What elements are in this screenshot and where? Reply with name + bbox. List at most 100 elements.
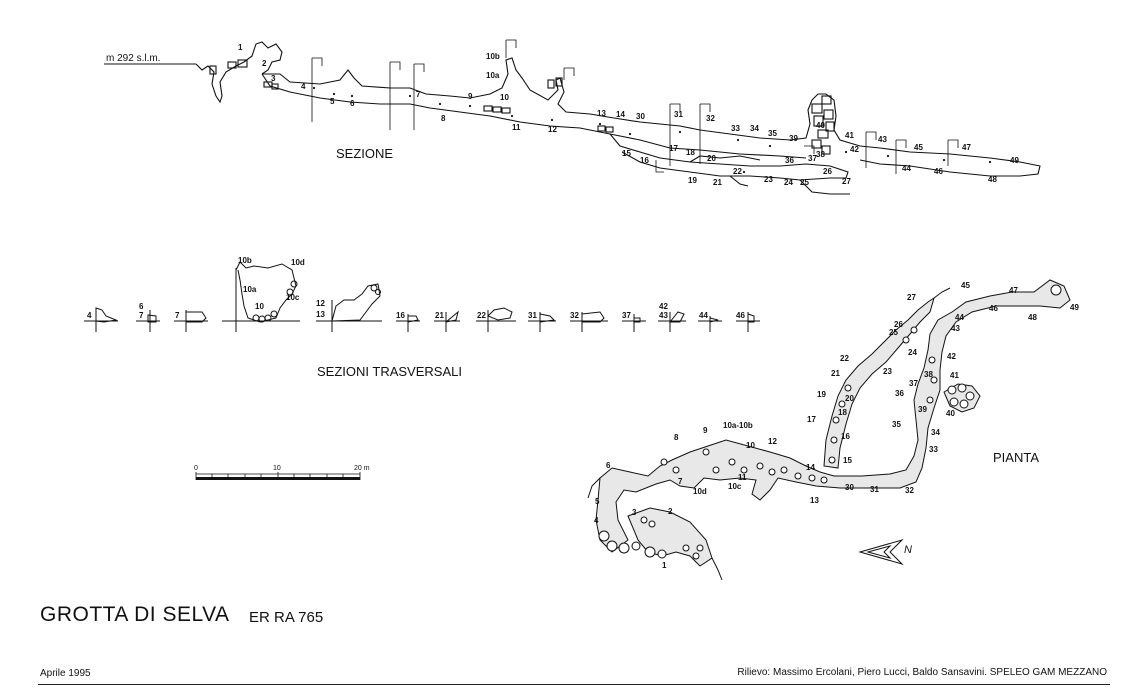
- svg-text:10c: 10c: [286, 293, 300, 302]
- svg-text:30: 30: [845, 483, 854, 492]
- svg-text:49: 49: [1010, 156, 1019, 165]
- svg-text:3: 3: [271, 74, 276, 83]
- svg-text:10c: 10c: [728, 482, 742, 491]
- svg-text:26: 26: [823, 167, 832, 176]
- svg-text:10: 10: [255, 302, 264, 311]
- svg-text:4: 4: [87, 311, 92, 320]
- svg-text:40: 40: [946, 409, 955, 418]
- svg-text:38: 38: [924, 370, 933, 379]
- svg-text:31: 31: [674, 110, 683, 119]
- svg-text:42: 42: [850, 145, 859, 154]
- svg-text:34: 34: [931, 428, 940, 437]
- svg-text:37: 37: [808, 154, 817, 163]
- svg-text:38: 38: [816, 150, 825, 159]
- svg-text:10b: 10b: [238, 256, 252, 265]
- footer-divider: [38, 684, 1110, 685]
- svg-text:41: 41: [845, 131, 854, 140]
- svg-text:20: 20: [707, 154, 716, 163]
- svg-text:10: 10: [746, 441, 755, 450]
- svg-text:44: 44: [955, 313, 964, 322]
- scale-tick-20: 20 m: [354, 465, 370, 472]
- svg-text:33: 33: [929, 445, 938, 454]
- cross-sections-label: SEZIONI TRASVERSALI: [317, 364, 462, 379]
- svg-text:5: 5: [595, 497, 600, 506]
- svg-text:40: 40: [816, 121, 825, 130]
- svg-text:4: 4: [301, 82, 306, 91]
- svg-text:34: 34: [750, 124, 759, 133]
- scale-tick-10: 10: [273, 465, 281, 472]
- svg-text:42: 42: [947, 352, 956, 361]
- svg-text:2: 2: [262, 59, 267, 68]
- svg-text:12: 12: [548, 125, 557, 134]
- svg-text:32: 32: [905, 486, 914, 495]
- svg-text:49: 49: [1070, 303, 1079, 312]
- cave-code: ER RA 765: [249, 609, 324, 626]
- svg-text:18: 18: [838, 408, 847, 417]
- cave-title: GROTTA DI SELVA: [40, 603, 230, 626]
- svg-text:46: 46: [736, 311, 745, 320]
- svg-text:9: 9: [468, 92, 473, 101]
- profile-section: [104, 39, 1041, 195]
- svg-text:15: 15: [622, 149, 631, 158]
- svg-text:43: 43: [951, 324, 960, 333]
- scale-tick-0: 0: [194, 465, 198, 472]
- svg-text:16: 16: [396, 311, 405, 320]
- svg-text:27: 27: [842, 177, 851, 186]
- svg-text:39: 39: [918, 405, 927, 414]
- north-arrow-label: N: [904, 544, 912, 556]
- svg-text:16: 16: [841, 432, 850, 441]
- svg-text:27: 27: [907, 293, 916, 302]
- svg-text:13: 13: [810, 496, 819, 505]
- svg-text:23: 23: [883, 367, 892, 376]
- svg-text:10d: 10d: [291, 258, 305, 267]
- svg-text:21: 21: [435, 311, 444, 320]
- svg-text:11: 11: [738, 473, 747, 482]
- svg-text:18: 18: [686, 148, 695, 157]
- svg-text:46: 46: [934, 167, 943, 176]
- svg-text:5: 5: [330, 97, 335, 106]
- svg-text:6: 6: [606, 461, 611, 470]
- svg-text:47: 47: [1009, 286, 1018, 295]
- svg-text:10a: 10a: [243, 285, 257, 294]
- svg-text:7: 7: [416, 90, 421, 99]
- svg-text:31: 31: [528, 311, 537, 320]
- survey-date: Aprile 1995: [40, 668, 91, 679]
- plan-station-labels: 1 2 3 4 5 6 7 8 9 10 10a-10b 10c 10d 11 …: [594, 281, 1079, 570]
- profile-station-dots: [312, 86, 992, 174]
- svg-text:19: 19: [817, 390, 826, 399]
- svg-text:39: 39: [789, 134, 798, 143]
- svg-text:3: 3: [632, 508, 637, 517]
- profile-station-labels: 1 2 3 4 5 6 7 8 9 10 10a 10b 11 12 13 14…: [238, 43, 1019, 187]
- svg-text:31: 31: [870, 485, 879, 494]
- svg-text:47: 47: [962, 143, 971, 152]
- svg-text:20: 20: [845, 394, 854, 403]
- svg-text:14: 14: [806, 463, 815, 472]
- svg-text:48: 48: [1028, 313, 1037, 322]
- svg-text:7: 7: [139, 311, 144, 320]
- svg-text:4: 4: [594, 516, 599, 525]
- svg-text:13: 13: [316, 310, 325, 319]
- svg-text:1: 1: [238, 43, 243, 52]
- svg-text:1: 1: [662, 561, 667, 570]
- plan-view: [587, 279, 1071, 581]
- svg-text:48: 48: [988, 175, 997, 184]
- svg-text:17: 17: [669, 144, 678, 153]
- svg-text:23: 23: [764, 175, 773, 184]
- svg-text:10b: 10b: [486, 52, 500, 61]
- altitude-label: m 292 s.l.m.: [106, 53, 161, 64]
- svg-text:44: 44: [902, 164, 911, 173]
- svg-text:35: 35: [892, 420, 901, 429]
- svg-text:15: 15: [843, 456, 852, 465]
- svg-text:2: 2: [668, 507, 673, 516]
- cross-section-labels: 4 6 7 7 10b 10d 10a 10c 10 12 13 16 21 2…: [87, 256, 745, 320]
- profile-label: SEZIONE: [336, 146, 394, 161]
- svg-text:22: 22: [840, 354, 849, 363]
- svg-text:44: 44: [699, 311, 708, 320]
- svg-text:6: 6: [139, 302, 144, 311]
- svg-text:25: 25: [889, 328, 898, 337]
- svg-text:14: 14: [616, 110, 625, 119]
- svg-text:24: 24: [908, 348, 917, 357]
- survey-credits: Rilievo: Massimo Ercolani, Piero Lucci, …: [737, 667, 1107, 678]
- svg-text:6: 6: [350, 99, 355, 108]
- svg-text:36: 36: [785, 156, 794, 165]
